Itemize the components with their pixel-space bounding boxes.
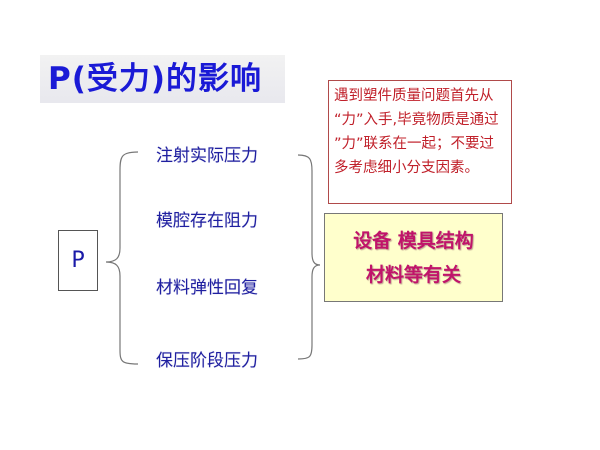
left-brace: [105, 151, 139, 365]
title-background: [40, 55, 285, 103]
factor-item: 注射实际压力: [156, 146, 258, 166]
conclusion-box: 设备 模具结构 材料等有关: [324, 213, 503, 302]
slide-title: P(受力)的影响: [48, 61, 263, 97]
note-line: ”力”联系在一起；不要过: [334, 136, 495, 152]
factor-item: 保压阶段压力: [156, 351, 258, 371]
factor-item: 模腔存在阻力: [156, 211, 258, 231]
note-box: 遇到塑件质量问题首先从 “力”入手,毕竟物质是通过 ”力”联系在一起；不要过 多…: [328, 80, 512, 204]
note-line: 多考虑细小分支因素。: [334, 160, 479, 176]
right-brace: [297, 154, 321, 360]
root-node-label: P: [71, 248, 85, 273]
factor-item: 材料弹性回复: [156, 278, 258, 298]
root-node-p: P: [58, 230, 98, 291]
note-line: “力”入手,毕竟物质是通过: [334, 112, 499, 128]
note-line: 遇到塑件质量问题首先从: [334, 88, 494, 104]
conclusion-line: 材料等有关: [365, 264, 461, 286]
conclusion-line: 设备 模具结构: [353, 230, 474, 252]
